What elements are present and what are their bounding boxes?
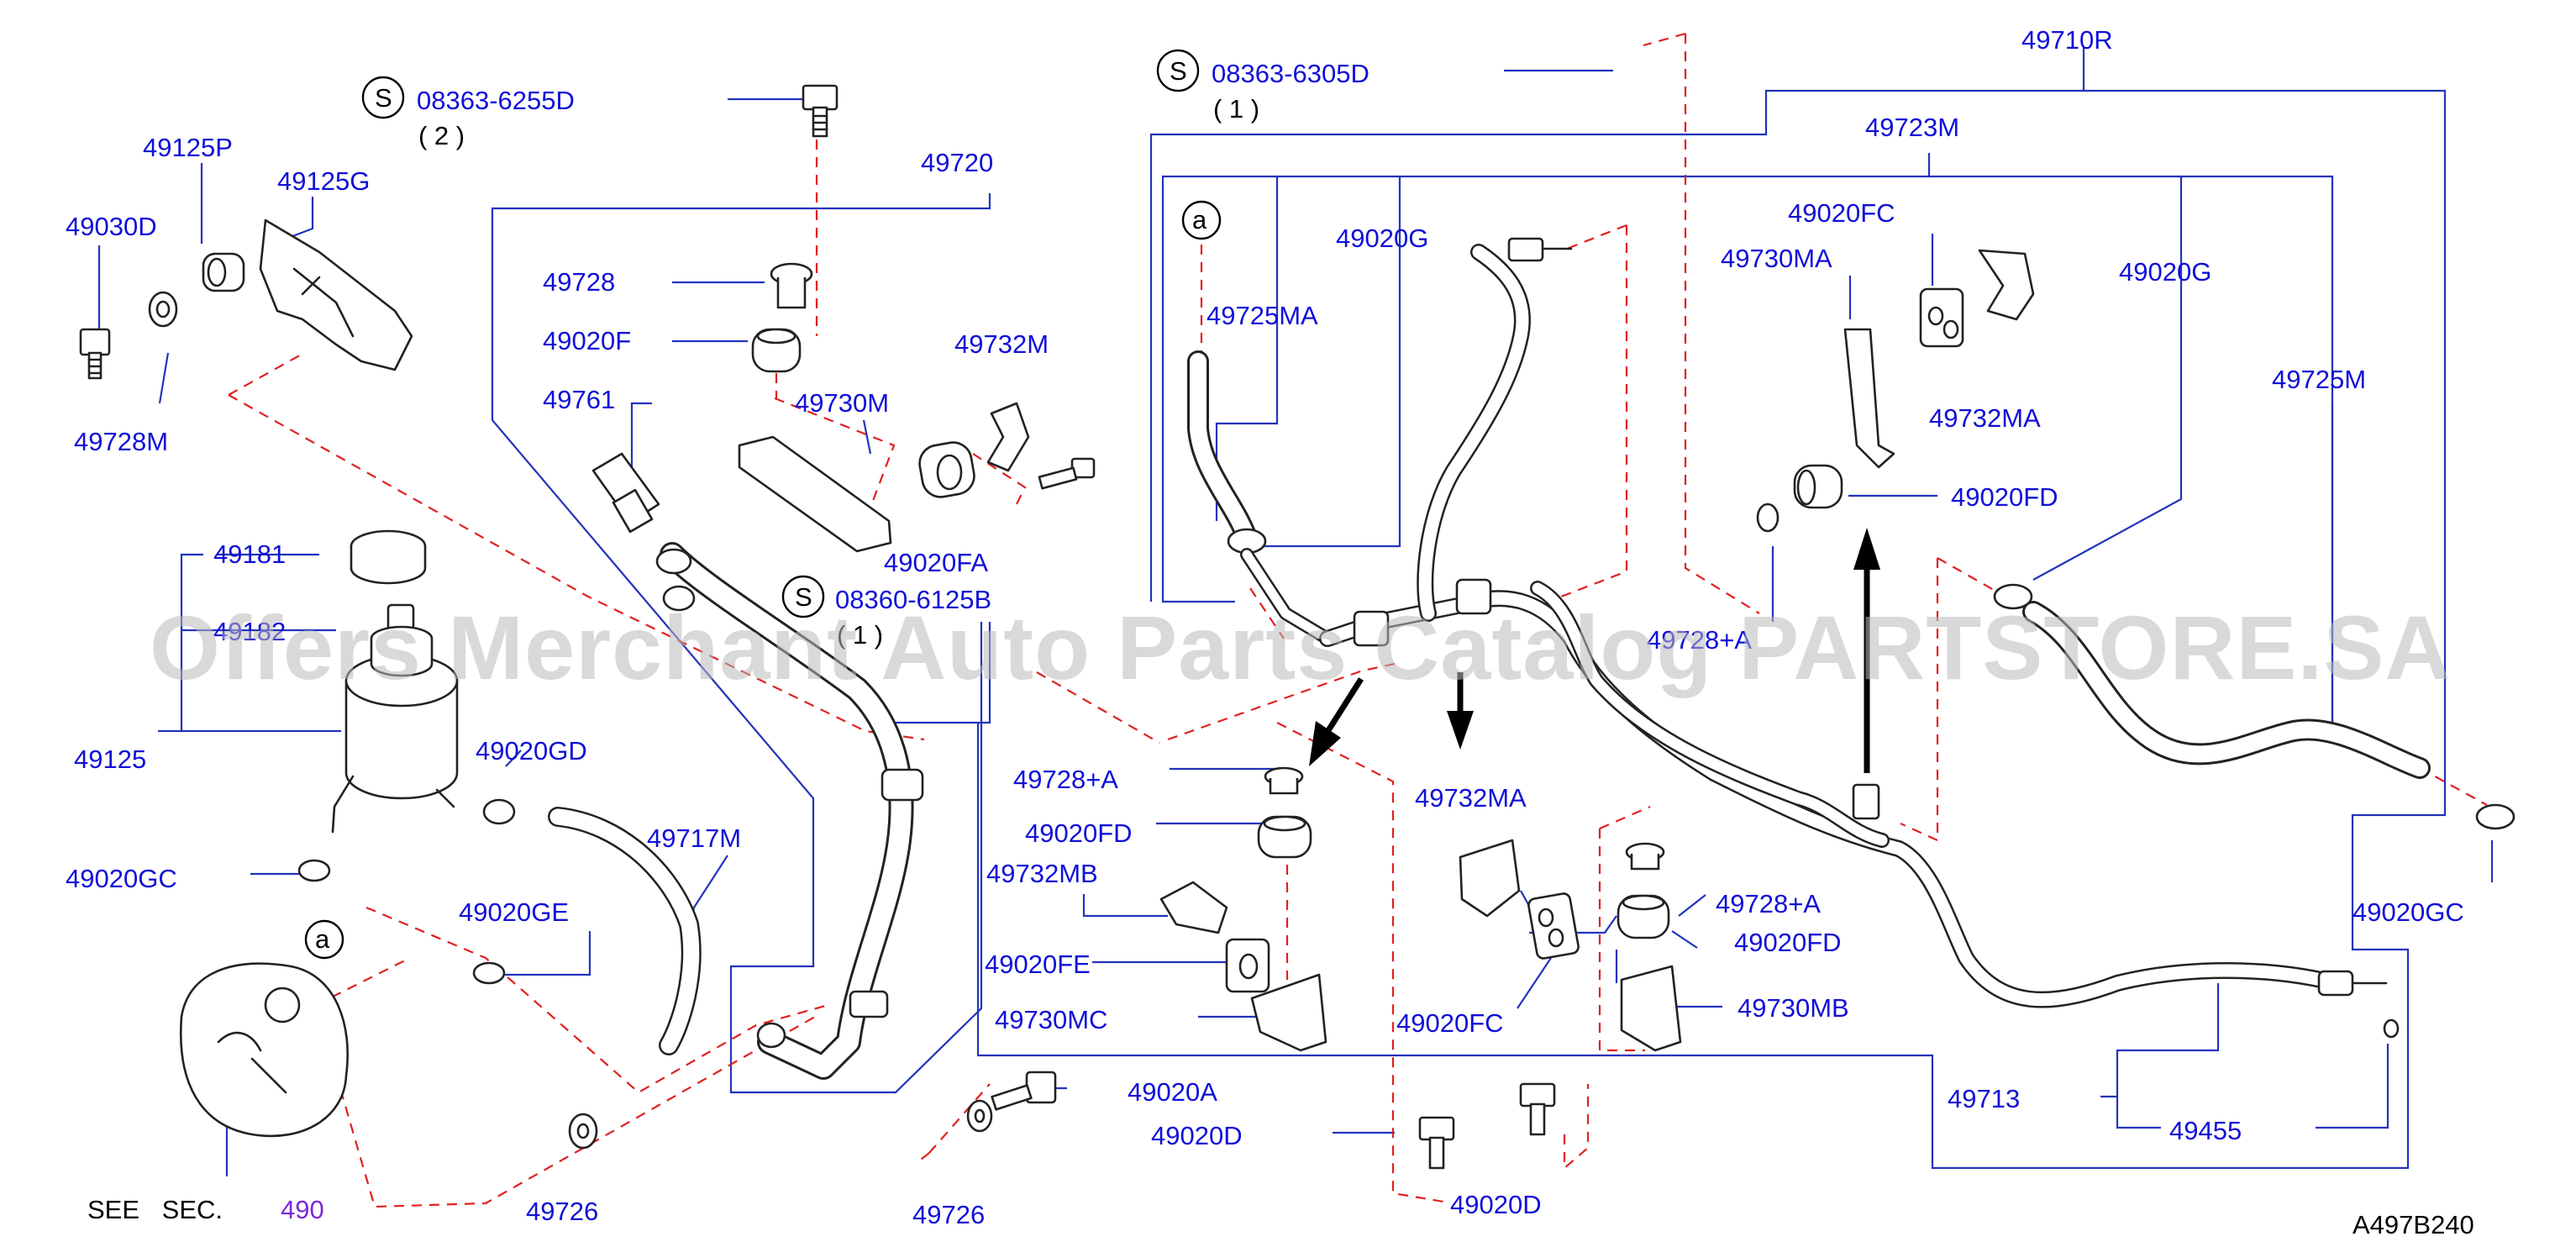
part-drawings bbox=[79, 84, 2516, 1170]
part-label: 49455 bbox=[2169, 1116, 2242, 1145]
part-label: 49020GD bbox=[476, 736, 587, 766]
part-labels: 49125P 49125G 49030D 49728M 49181 49182 … bbox=[66, 25, 2464, 1229]
watermark: Offers Merchant Auto Parts Catalog PARTS… bbox=[150, 597, 2451, 698]
part-label: 49717M bbox=[647, 823, 741, 853]
part-label: 49726 bbox=[912, 1200, 985, 1229]
part-label: 49725M bbox=[2272, 365, 2366, 394]
part-label: 49020G bbox=[1336, 224, 1428, 253]
reference-marker-a: a bbox=[1192, 205, 1207, 234]
part-label: 49020GE bbox=[459, 897, 569, 927]
part-label: 49730MB bbox=[1737, 993, 1849, 1023]
part-label: 49732M bbox=[954, 329, 1049, 359]
part-label: 49020F bbox=[543, 326, 631, 355]
standard-part-qty: ( 1 ) bbox=[1213, 94, 1259, 124]
part-label: 49713 bbox=[1948, 1084, 2020, 1113]
standard-part-callouts: S 08363-6255D ( 2 ) S 08363-6305D ( 1 ) … bbox=[304, 49, 1369, 960]
see-section-number: 490 bbox=[281, 1195, 324, 1224]
reference-marker-a: a bbox=[315, 924, 330, 954]
part-label: 49030D bbox=[66, 212, 157, 241]
standard-part-code: 08363-6255D bbox=[417, 86, 575, 115]
part-label: 49125 bbox=[74, 745, 146, 774]
part-label: 49020FD bbox=[1025, 818, 1133, 848]
standard-part-symbol: S bbox=[375, 83, 392, 113]
part-label: 49730MA bbox=[1721, 244, 1832, 273]
part-label: 49182 bbox=[213, 617, 286, 646]
standard-part-qty: ( 1 ) bbox=[837, 620, 883, 650]
part-label: 49020FA bbox=[884, 548, 988, 577]
part-label: 49125G bbox=[277, 166, 370, 196]
part-label: 49020FD bbox=[1951, 482, 2058, 512]
part-label: 49020FC bbox=[1396, 1008, 1504, 1038]
part-label: 49728+A bbox=[1013, 765, 1118, 794]
standard-part-symbol: S bbox=[795, 582, 812, 612]
part-label: 49728 bbox=[543, 267, 615, 297]
standard-part-qty: ( 2 ) bbox=[418, 121, 465, 150]
part-label: 49020D bbox=[1151, 1121, 1243, 1150]
part-label: 49732MA bbox=[1929, 403, 2041, 433]
part-label: 49181 bbox=[213, 539, 286, 569]
part-label: 49732MA bbox=[1415, 783, 1527, 813]
standard-part-symbol: S bbox=[1170, 56, 1187, 86]
part-label: 49728+A bbox=[1647, 625, 1752, 655]
part-label: 49726 bbox=[526, 1197, 598, 1226]
part-label: 49728M bbox=[74, 427, 168, 456]
part-label: 49020A bbox=[1128, 1077, 1217, 1107]
part-label: 49020GC bbox=[2353, 897, 2464, 927]
part-label: 49020G bbox=[2119, 257, 2211, 287]
part-label: 49730M bbox=[795, 388, 889, 418]
standard-part-code: 08360-6125B bbox=[835, 585, 991, 614]
part-label: 49020FD bbox=[1734, 928, 1842, 957]
direction-arrows bbox=[1309, 528, 1880, 773]
part-label: 49732MB bbox=[986, 859, 1098, 888]
part-label: 49720 bbox=[921, 148, 993, 177]
see-section-text: SEE SEC. bbox=[87, 1195, 223, 1224]
part-label: 49125P bbox=[143, 133, 233, 162]
standard-part-code: 08363-6305D bbox=[1212, 59, 1369, 88]
part-label: 49725MA bbox=[1207, 301, 1318, 330]
part-label: 49761 bbox=[543, 385, 615, 414]
part-label: 49728+A bbox=[1716, 889, 1821, 918]
part-label: 49020D bbox=[1450, 1190, 1542, 1219]
part-label: 49020FC bbox=[1788, 198, 1895, 228]
bolt-49030D bbox=[79, 328, 111, 380]
part-label: 49723M bbox=[1865, 113, 1959, 142]
figure-id: A497B240 bbox=[2353, 1210, 2474, 1239]
part-label: 49020GC bbox=[66, 864, 177, 893]
part-label: 49730MC bbox=[995, 1005, 1107, 1034]
part-label: 49710R bbox=[2021, 25, 2113, 55]
footer: SEE SEC. 490 A497B240 bbox=[87, 1195, 2474, 1239]
part-label: 49020FE bbox=[985, 950, 1091, 979]
